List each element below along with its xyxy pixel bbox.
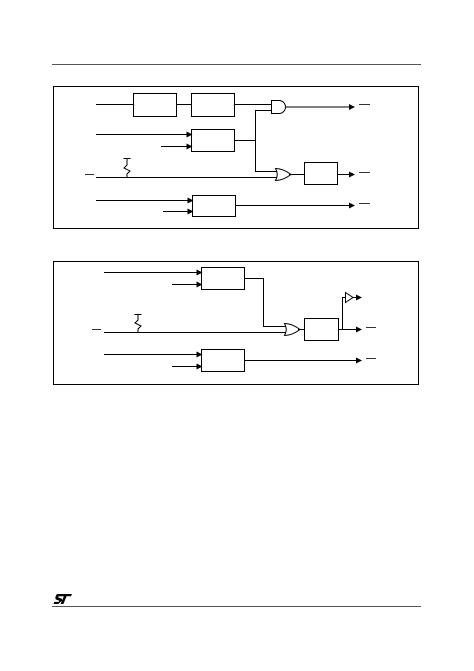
figure-2-frame: [53, 261, 419, 385]
switch-symbol-2: [134, 314, 142, 333]
block-1b: [191, 93, 235, 117]
or-gate-2: [283, 322, 301, 337]
header-rule: [52, 64, 421, 65]
footer-rule: [52, 606, 421, 607]
and-gate: [271, 100, 286, 114]
or-gate: [274, 167, 292, 182]
figure-1-frame: [53, 86, 419, 229]
feedback-1c: [234, 110, 272, 141]
block-2a: [201, 267, 245, 290]
block-1a: [133, 93, 177, 117]
link-1c-or: [255, 140, 277, 172]
block-2c: [201, 349, 245, 372]
switch-symbol: [123, 158, 131, 178]
st-logo: [53, 594, 72, 604]
block-1d: [304, 162, 338, 185]
figure-2-block-diagram: [53, 261, 419, 385]
buffer-symbol: [345, 291, 354, 304]
link-2b-buffer: [342, 297, 346, 330]
figure-1-block-diagram: [53, 86, 419, 229]
block-1c: [191, 129, 235, 152]
block-2b: [304, 318, 339, 341]
block-1e: [192, 195, 236, 217]
link-2a-or: [244, 278, 286, 327]
